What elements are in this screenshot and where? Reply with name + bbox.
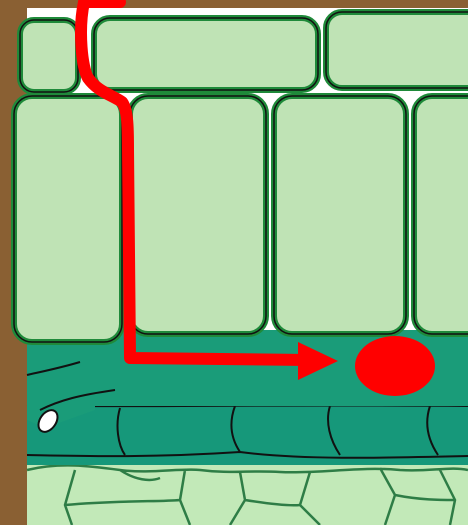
cortex-middle-row xyxy=(14,96,468,342)
destination-dot-icon xyxy=(355,336,435,396)
cortex-cell-large-3 xyxy=(274,96,406,334)
cortex-cell-top-right xyxy=(326,12,468,88)
cortex-cell-top-middle xyxy=(94,18,318,90)
cortex-cell-large-4 xyxy=(414,96,468,334)
cortex-cell-large-1 xyxy=(14,96,122,342)
cortex-cell-top-left xyxy=(20,20,78,92)
cortex-cell-large-2 xyxy=(130,96,266,334)
